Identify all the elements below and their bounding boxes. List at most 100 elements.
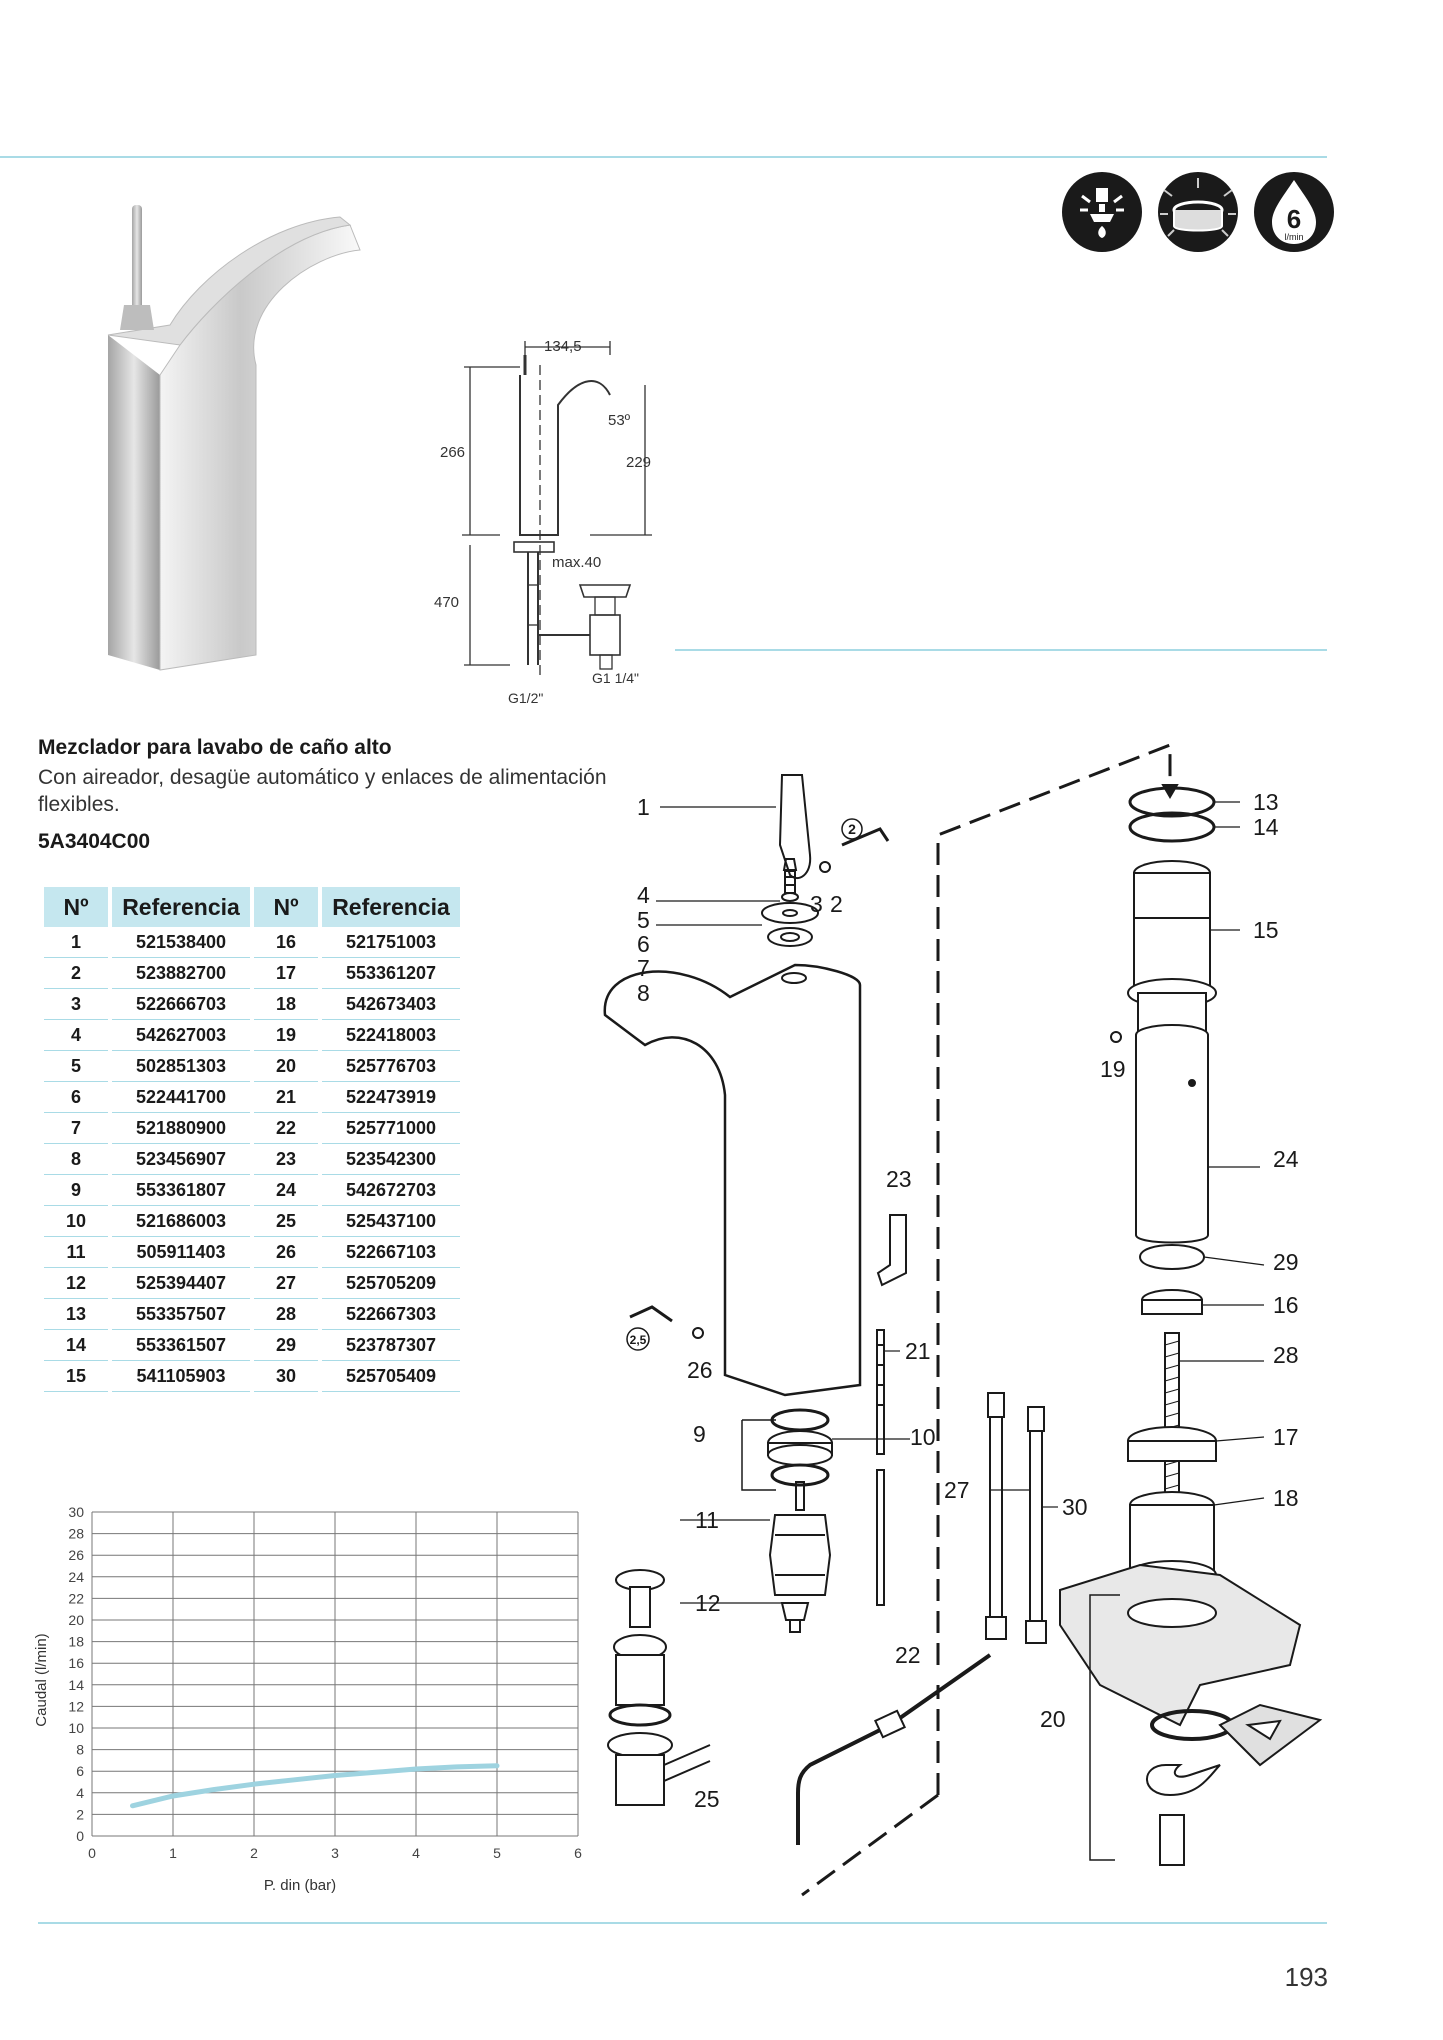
- cell-number: 27: [254, 1268, 318, 1299]
- part-label-17: 17: [1273, 1424, 1299, 1450]
- cell-reference: 505911403: [112, 1237, 250, 1268]
- part-label-1: 1: [637, 794, 650, 820]
- parts-table-header: Nº Referencia Nº Referencia: [44, 887, 460, 927]
- dim-deck-thickness: max.40: [552, 554, 601, 571]
- cell-number: 25: [254, 1206, 318, 1237]
- part-label-18: 18: [1273, 1485, 1299, 1511]
- cell-number: 29: [254, 1330, 318, 1361]
- middle-rule: [675, 649, 1327, 651]
- cell-reference: 542673403: [322, 989, 460, 1020]
- chart-grid: [91, 1511, 579, 1837]
- cell-number: 8: [44, 1144, 108, 1175]
- cell-number: 22: [254, 1113, 318, 1144]
- dim-spout-reach: 134,5: [544, 338, 582, 355]
- cell-number: 4: [44, 1020, 108, 1051]
- y-tick-label: 16: [68, 1655, 84, 1671]
- allen-key-size-label: 2: [848, 821, 856, 837]
- cell-number: 14: [44, 1330, 108, 1361]
- cell-reference: 542672703: [322, 1175, 460, 1206]
- dim-waste-thread: G1 1/4": [592, 670, 639, 686]
- flow-curve: [130, 1763, 500, 1809]
- cell-reference: 521880900: [112, 1113, 250, 1144]
- y-tick-label: 14: [68, 1677, 84, 1693]
- cell-reference: 522441700: [112, 1082, 250, 1113]
- cell-number: 11: [44, 1237, 108, 1268]
- y-tick-label: 28: [68, 1526, 84, 1542]
- cell-reference: 522666703: [112, 989, 250, 1020]
- part-label-22: 22: [895, 1642, 921, 1668]
- cell-reference: 542627003: [112, 1020, 250, 1051]
- product-code: 5A3404C00: [38, 830, 151, 853]
- y-tick-label: 10: [68, 1720, 84, 1736]
- cell-number: 10: [44, 1206, 108, 1237]
- feature-badges: 6 l/min: [1062, 172, 1334, 252]
- top-rule: [0, 156, 1327, 158]
- cell-number: 5: [44, 1051, 108, 1082]
- cell-reference: 553361207: [322, 958, 460, 989]
- cell-reference: 523456907: [112, 1144, 250, 1175]
- dim-inlet-thread: G1/2": [508, 690, 543, 706]
- col-header-reference: Referencia: [112, 887, 250, 927]
- page-number: 193: [1284, 1962, 1328, 1992]
- y-tick-label: 24: [68, 1569, 84, 1585]
- part-label-30: 30: [1062, 1494, 1088, 1520]
- y-tick-label: 2: [76, 1806, 84, 1822]
- cell-reference: 553361807: [112, 1175, 250, 1206]
- y-tick-label: 22: [68, 1590, 84, 1606]
- flow-rate-icon: 6 l/min: [1254, 172, 1334, 252]
- cell-number: 9: [44, 1175, 108, 1206]
- flow-rate-unit: l/min: [1284, 232, 1303, 242]
- col-header-number: Nº: [44, 887, 108, 927]
- cell-number: 20: [254, 1051, 318, 1082]
- col-header-number: Nº: [254, 887, 318, 927]
- dim-hose-length: 470: [434, 594, 459, 611]
- automatic-waste-icon: [1158, 172, 1238, 252]
- part-label-29: 29: [1273, 1249, 1299, 1275]
- cell-number: 16: [254, 927, 318, 958]
- cell-reference: 525394407: [112, 1268, 250, 1299]
- product-photo: [107, 205, 361, 671]
- y-tick-label: 26: [68, 1547, 84, 1563]
- cell-reference: 525705409: [322, 1361, 460, 1392]
- y-tick-label: 12: [68, 1698, 84, 1714]
- cell-number: 21: [254, 1082, 318, 1113]
- cell-reference: 522418003: [322, 1020, 460, 1051]
- cell-number: 23: [254, 1144, 318, 1175]
- x-tick-label: 5: [493, 1845, 501, 1861]
- part-label-5: 5: [637, 907, 650, 933]
- aerator-icon: [1062, 172, 1142, 252]
- part-label-28: 28: [1273, 1342, 1299, 1368]
- cell-reference: 522667303: [322, 1299, 460, 1330]
- y-tick-label: 8: [76, 1742, 84, 1758]
- cell-reference: 523882700: [112, 958, 250, 989]
- part-label-4: 4: [637, 882, 650, 908]
- cell-number: 1: [44, 927, 108, 958]
- part-label-8: 8: [637, 980, 650, 1006]
- cell-reference: 525776703: [322, 1051, 460, 1082]
- part-label-2: 2: [830, 891, 843, 917]
- cell-reference: 522667103: [322, 1237, 460, 1268]
- part-label-15: 15: [1253, 917, 1279, 943]
- cell-number: 6: [44, 1082, 108, 1113]
- cell-reference: 521538400: [112, 927, 250, 958]
- cell-number: 30: [254, 1361, 318, 1392]
- part-label-25: 25: [694, 1786, 720, 1812]
- x-tick-label: 0: [88, 1845, 96, 1861]
- allen-key-size-label: 2,5: [630, 1333, 647, 1347]
- cell-reference: 502851303: [112, 1051, 250, 1082]
- cell-number: 12: [44, 1268, 108, 1299]
- dimension-drawing: 134,5 53º 266 229 max.40 470 G1 1/4" G1/…: [434, 338, 652, 706]
- product-description: Con aireador, desagüe automático y enlac…: [38, 766, 607, 816]
- y-tick-label: 20: [68, 1612, 84, 1628]
- cell-reference: 522473919: [322, 1082, 460, 1113]
- product-title: Mezclador para lavabo de caño alto: [38, 736, 392, 759]
